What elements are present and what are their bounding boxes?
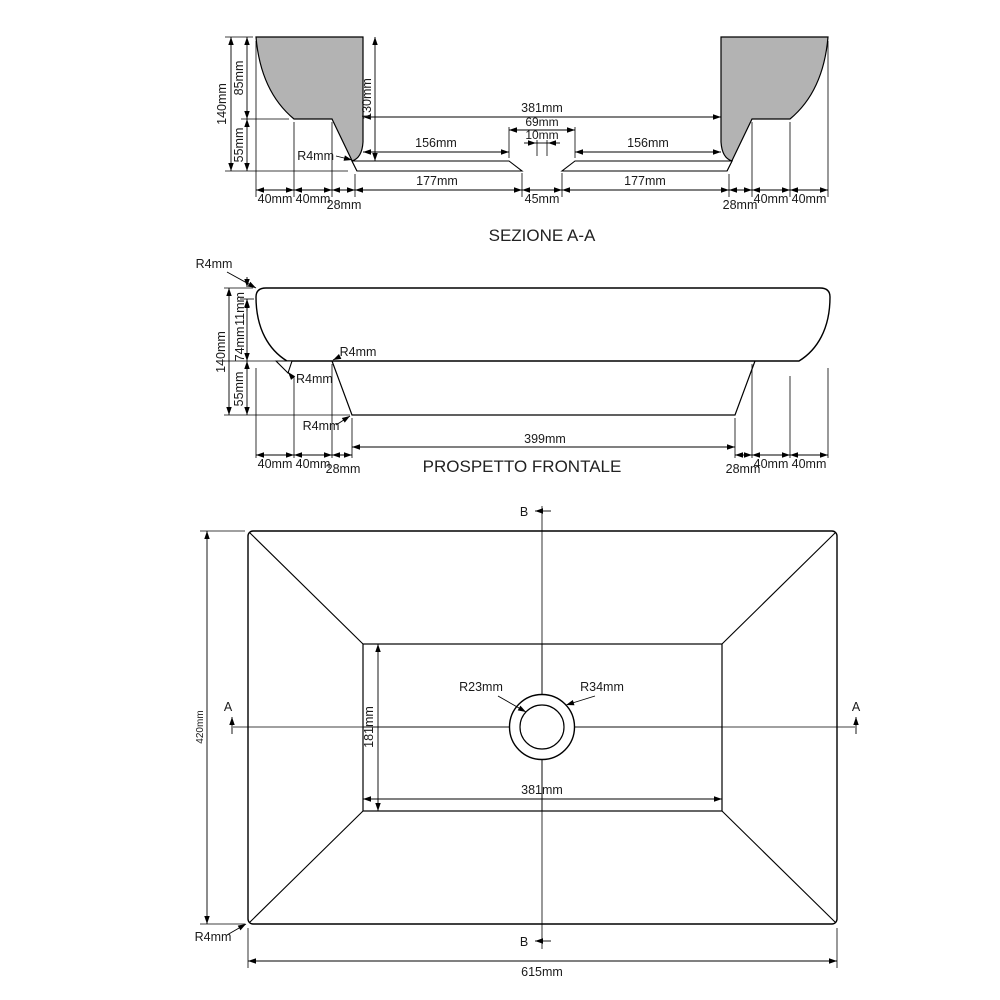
leader-r4-section (335, 155, 353, 161)
dim-label-r4-plan: R4mm (195, 930, 232, 944)
leader-r34 (565, 695, 596, 706)
section-aa-view: 140mm 85mm 55mm 130mm 381mm 69mm 10mm 15… (215, 36, 829, 245)
dim-label-r34: R34mm (580, 680, 624, 694)
dim-label-40-l1: 40mm (258, 192, 293, 206)
dim-label-69: 69mm (525, 115, 558, 129)
plan-diagonal-tr (721, 532, 836, 645)
dim-label-399: 399mm (524, 432, 566, 446)
section-title: SEZIONE A-A (489, 226, 596, 245)
drain-circle-inner (519, 704, 565, 750)
dim-label-381: 381mm (521, 783, 563, 797)
dim-label-74: 74mm (233, 327, 247, 362)
dim-label-r4-top: R4mm (196, 257, 233, 271)
leader-r4-bottom (335, 415, 351, 426)
front-bowl-outline (331, 360, 756, 416)
section-left-wall (255, 36, 364, 172)
dim-label-40-r2: 40mm (792, 457, 827, 471)
dim-label-r4-bottom: R4mm (303, 419, 340, 433)
plan-view: 420mm 615mm 181mm 381mm R23mm R34mm R4mm… (195, 505, 861, 979)
leader-r4-foot (287, 371, 296, 380)
plan-diagonal-tl (249, 532, 364, 645)
plan-outer-rect (247, 530, 838, 925)
leader-r23 (497, 695, 527, 713)
section-label-b-bottom: B (520, 935, 528, 949)
leader-r4-top (226, 271, 257, 289)
dim-label-40-l2: 40mm (296, 192, 331, 206)
section-floor-right (560, 160, 733, 172)
drain-circle-outer (508, 693, 576, 761)
section-label-a-right: A (852, 700, 861, 714)
dim-label-615: 615mm (521, 965, 563, 979)
dim-label-381: 381mm (521, 101, 563, 115)
section-right-wall (720, 36, 829, 172)
plan-diagonal-bl (249, 810, 364, 923)
dim-label-r4-rim: R4mm (340, 345, 377, 359)
dim-label-11: 11mm (233, 292, 247, 326)
dim-label-r23: R23mm (459, 680, 503, 694)
section-label-a-left: A (224, 700, 233, 714)
dim-label-181: 181mm (362, 706, 376, 748)
dim-label-420: 420mm (195, 710, 206, 743)
dim-label-55: 55mm (232, 372, 246, 407)
front-title: PROSPETTO FRONTALE (423, 457, 622, 476)
dim-label-55: 55mm (232, 128, 246, 163)
dim-label-130: 130mm (360, 78, 374, 120)
plan-diagonal-br (721, 810, 836, 923)
dim-label-r4: R4mm (297, 149, 334, 163)
dim-label-40-l1: 40mm (258, 457, 293, 471)
leader-r4-rim (332, 353, 342, 361)
section-label-b-top: B (520, 505, 528, 519)
dim-label-28-l: 28mm (326, 462, 361, 476)
plan-inner-rect (362, 643, 723, 812)
dim-label-140: 140mm (215, 83, 229, 125)
dim-label-45: 45mm (525, 192, 560, 206)
dim-label-156-right: 156mm (627, 136, 669, 150)
dim-label-r4-foot: R4mm (296, 372, 333, 386)
dim-label-140: 140mm (214, 331, 228, 373)
section-floor-left (351, 160, 524, 172)
dim-label-40-l2: 40mm (296, 457, 331, 471)
leader-r4-plan (226, 923, 247, 936)
dim-label-28-l: 28mm (327, 198, 362, 212)
dim-label-10: 10mm (525, 128, 558, 142)
dim-label-40-r2: 40mm (792, 192, 827, 206)
dim-label-40-r1: 40mm (754, 192, 789, 206)
dim-label-177-left: 177mm (416, 174, 458, 188)
dim-label-177-right: 177mm (624, 174, 666, 188)
dim-label-28-r: 28mm (726, 462, 761, 476)
dim-label-156-left: 156mm (415, 136, 457, 150)
dim-label-40-r1: 40mm (754, 457, 789, 471)
dim-label-28-r: 28mm (723, 198, 758, 212)
front-basin-outline (255, 287, 831, 362)
front-elevation-view: R4mm 11mm 74mm 140mm 55mm R4mm R4mm R4mm… (196, 257, 831, 476)
dim-label-85: 85mm (232, 61, 246, 96)
